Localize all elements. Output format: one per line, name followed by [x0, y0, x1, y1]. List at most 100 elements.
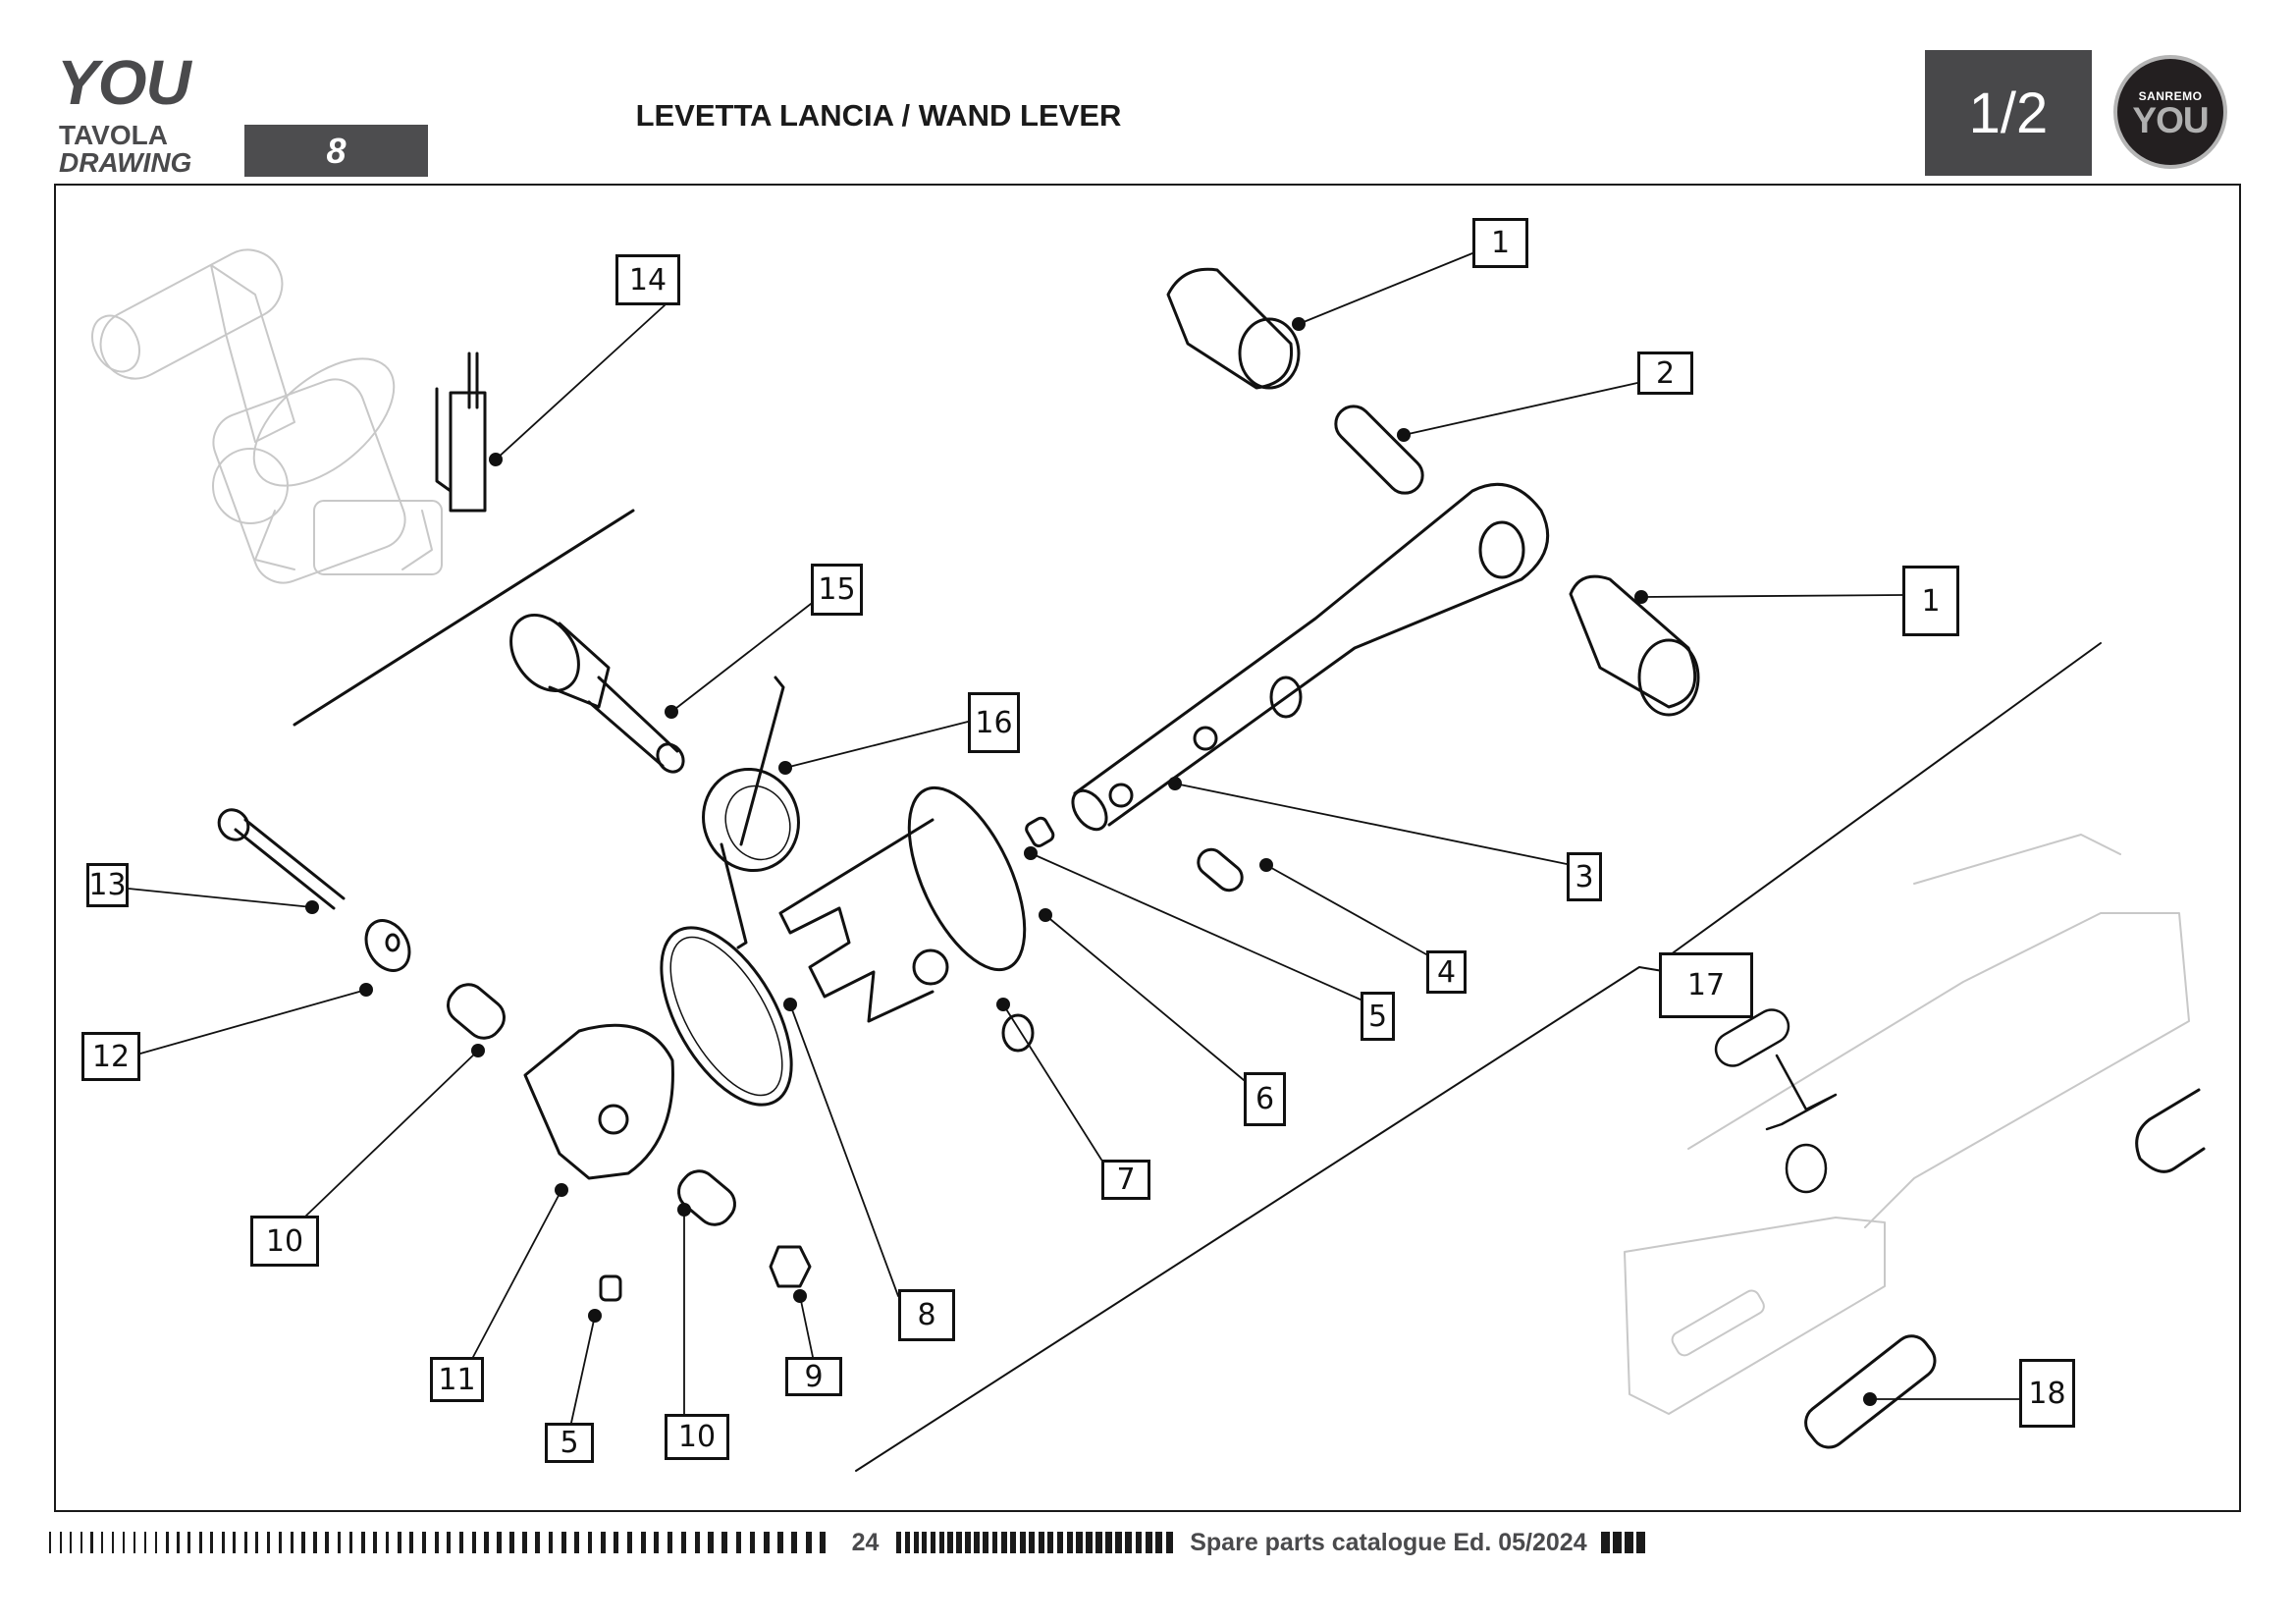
callout-1-right[interactable]: 1	[1902, 566, 1959, 636]
barcode-tick	[360, 1532, 365, 1553]
barcode-tick	[522, 1532, 527, 1553]
leader-dot	[778, 761, 792, 775]
callout-label: 14	[628, 262, 667, 298]
part-5-grub-screw-right	[1025, 816, 1055, 848]
barcode-tick	[922, 1532, 928, 1553]
callout-7[interactable]: 7	[1101, 1160, 1150, 1200]
barcode-tick	[974, 1532, 980, 1553]
barcode-tick	[708, 1532, 714, 1553]
leader-dot	[588, 1309, 602, 1323]
page-footer: 24 Spare parts catalogue Ed. 05/2024	[49, 1528, 2248, 1557]
callout-5-right[interactable]: 5	[1361, 992, 1395, 1041]
barcode-tick	[680, 1532, 687, 1553]
context-assembly-top-left	[91, 248, 443, 584]
sheet-indicator: 1/2	[1925, 50, 2092, 176]
barcode-tick	[243, 1532, 247, 1553]
callout-13[interactable]: 13	[86, 863, 129, 907]
leader-dot	[996, 998, 1010, 1011]
callout-label: 6	[1255, 1082, 1275, 1116]
barcode-tick	[80, 1532, 82, 1553]
callout-4[interactable]: 4	[1426, 950, 1467, 994]
barcode-tick	[434, 1532, 439, 1553]
barcode-tick	[721, 1532, 728, 1553]
barcode-tick	[1000, 1532, 1007, 1553]
leader-dot	[1024, 846, 1038, 860]
callout-18[interactable]: 18	[2019, 1359, 2075, 1428]
part-9-nut	[769, 1245, 812, 1288]
part-12-washer	[364, 919, 411, 972]
callout-16[interactable]: 16	[968, 692, 1020, 753]
leader-dot	[677, 1203, 691, 1217]
callout-8[interactable]: 8	[898, 1289, 955, 1341]
callout-17[interactable]: 17	[1659, 952, 1753, 1018]
barcode-tick	[913, 1532, 919, 1553]
barcode-tick	[1125, 1532, 1133, 1553]
callout-12[interactable]: 12	[81, 1032, 140, 1081]
leader-line	[799, 1295, 814, 1358]
leader-dot	[1634, 590, 1648, 604]
footer-barcode-middle	[896, 1532, 1176, 1553]
barcode-tick	[90, 1532, 93, 1553]
logo-top-text: SANREMO	[2138, 88, 2203, 103]
barcode-tick	[1086, 1532, 1093, 1553]
callout-label: 15	[818, 572, 856, 607]
callout-label: 16	[975, 705, 1013, 740]
callout-1-top[interactable]: 1	[1472, 218, 1528, 268]
barcode-tick	[1135, 1532, 1143, 1553]
leader-dot	[783, 998, 797, 1011]
barcode-tick	[763, 1532, 770, 1553]
barcode-tick	[187, 1532, 191, 1553]
callout-5-bottom[interactable]: 5	[545, 1423, 594, 1463]
callout-3[interactable]: 3	[1567, 852, 1602, 901]
leader-dot	[1863, 1392, 1877, 1406]
leader-line	[570, 1315, 596, 1424]
callout-label: 10	[677, 1420, 717, 1454]
leader-lines	[128, 252, 2020, 1424]
callout-10-left[interactable]: 10	[250, 1216, 319, 1267]
callout-label: 12	[91, 1039, 131, 1074]
barcode-tick	[1105, 1532, 1112, 1553]
callout-10-bottom[interactable]: 10	[665, 1414, 729, 1460]
leader-line	[128, 888, 313, 908]
callout-14[interactable]: 14	[615, 254, 680, 305]
callout-15[interactable]: 15	[811, 564, 863, 616]
part-pad-right	[2135, 1088, 2206, 1173]
barcode-tick	[938, 1532, 944, 1553]
barcode-tick	[59, 1532, 62, 1553]
barcode-tick	[348, 1532, 353, 1553]
barcode-tick	[1624, 1532, 1633, 1553]
barcode-tick	[373, 1532, 378, 1553]
barcode-tick	[535, 1532, 541, 1553]
barcode-tick	[313, 1532, 317, 1553]
barcode-tick	[233, 1532, 237, 1553]
barcode-tick	[749, 1532, 756, 1553]
leader-line	[670, 603, 812, 713]
barcode-tick	[111, 1532, 115, 1553]
part-7-e-clip	[1001, 1013, 1035, 1053]
callout-label: 2	[1655, 355, 1676, 391]
part-15-knob-shaft	[509, 614, 685, 774]
callout-6[interactable]: 6	[1244, 1072, 1286, 1126]
barcode-tick	[983, 1532, 989, 1553]
barcode-tick	[421, 1532, 427, 1553]
barcode-tick	[654, 1532, 660, 1553]
leader-line	[789, 1003, 899, 1297]
barcode-tick	[484, 1532, 489, 1553]
barcode-tick	[385, 1532, 390, 1553]
callout-11[interactable]: 11	[430, 1357, 484, 1402]
callout-2[interactable]: 2	[1637, 352, 1693, 395]
barcode-tick	[1066, 1532, 1073, 1553]
barcode-tick	[409, 1532, 414, 1553]
part-6-lever-hub	[778, 785, 1027, 1023]
footer-barcode-right	[1600, 1532, 1648, 1553]
barcode-tick	[614, 1532, 619, 1553]
callout-9[interactable]: 9	[785, 1357, 842, 1396]
leader-dot	[1039, 908, 1052, 922]
barcode-tick	[1056, 1532, 1064, 1553]
barcode-tick	[626, 1532, 633, 1553]
barcode-tick	[1612, 1532, 1622, 1553]
barcode-tick	[210, 1532, 214, 1553]
barcode-tick	[471, 1532, 476, 1553]
barcode-tick	[694, 1532, 700, 1553]
barcode-tick	[165, 1532, 169, 1553]
